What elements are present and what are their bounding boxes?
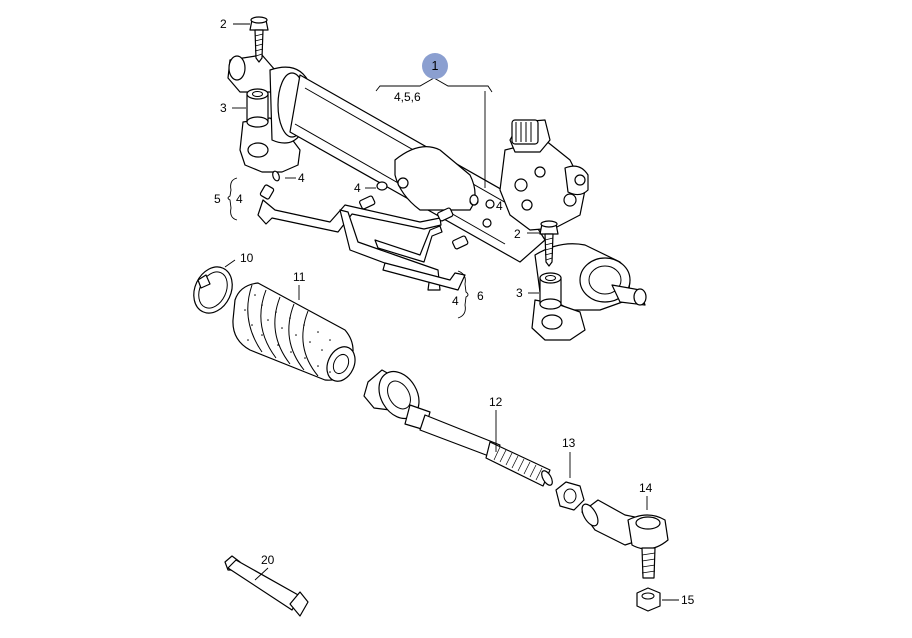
castle-nut[interactable] — [636, 587, 661, 612]
bushing-bottom[interactable] — [539, 272, 562, 310]
callout-10: 10 — [240, 251, 254, 265]
bolt-mid[interactable] — [539, 220, 559, 267]
callout-4-c: 4 — [354, 181, 361, 195]
callout-1-sub: 4,5,6 — [394, 90, 421, 104]
lock-nut[interactable] — [555, 481, 585, 511]
callout-14: 14 — [639, 481, 653, 495]
callout-11: 11 — [293, 270, 306, 284]
tie-rod-end[interactable] — [579, 499, 669, 579]
grease-tube[interactable] — [224, 555, 309, 617]
clamp-ring[interactable] — [187, 261, 240, 320]
callout-3-bottom: 3 — [516, 286, 523, 300]
inner-tie-rod[interactable] — [363, 364, 554, 487]
rubber-boot[interactable] — [232, 282, 360, 386]
callout-2-mid: 2 — [514, 227, 521, 241]
steering-rack-housing[interactable] — [227, 54, 647, 341]
callout-1: 1 — [432, 59, 439, 73]
callout-4-e: 4 — [452, 294, 459, 308]
callout-4-d: 4 — [496, 199, 503, 213]
callout-5: 5 — [214, 192, 221, 206]
callout-4-a: 4 — [298, 171, 305, 185]
bolt-top[interactable] — [249, 16, 269, 63]
bushing-top[interactable] — [246, 88, 269, 128]
callout-4-b: 4 — [236, 192, 243, 206]
highlight-circle-1 — [422, 53, 448, 79]
callout-6: 6 — [477, 289, 484, 303]
callout-13: 13 — [562, 436, 576, 450]
callout-15: 15 — [681, 593, 695, 607]
hydraulic-lines[interactable] — [257, 170, 479, 291]
callout-2-top: 2 — [220, 17, 227, 31]
callout-20: 20 — [261, 553, 275, 567]
callout-12: 12 — [489, 395, 503, 409]
callout-3-top: 3 — [220, 101, 227, 115]
